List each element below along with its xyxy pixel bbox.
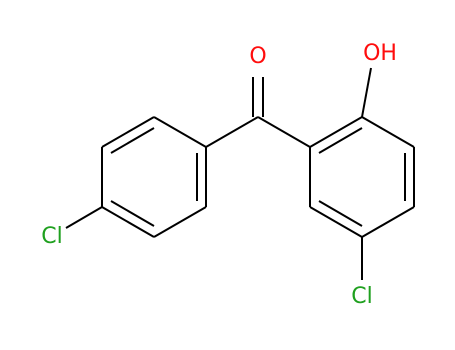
chlorine-right-label: Cl — [351, 284, 372, 309]
bond-left-chlorine — [65, 206, 103, 229]
left-ring-bond-5 — [153, 206, 207, 238]
right-ring-bond-5 — [309, 206, 363, 238]
bond-carbonyl-single-right — [257, 116, 311, 148]
chlorine-left-label: Cl — [41, 224, 62, 249]
left-ring-bond-2 — [101, 116, 155, 148]
right-ring-inner-bond-c — [318, 200, 363, 227]
right-ring-bond-1 — [309, 116, 363, 148]
right-ring-bond-4 — [361, 206, 415, 238]
right-ring-bond-2 — [361, 116, 415, 148]
bond-hydroxyl — [361, 67, 372, 118]
left-ring-bond-4 — [101, 206, 155, 238]
left-ring-inner-bond-b — [110, 200, 155, 227]
carbonyl-oxygen-label: O — [249, 44, 266, 69]
bond-carbonyl-single-left — [205, 116, 259, 148]
left-ring-inner-bond-a — [110, 127, 155, 154]
right-ring-inner-bond-a — [318, 127, 363, 154]
hydroxyl-label: OH — [363, 41, 397, 66]
left-ring-bond-1 — [153, 116, 207, 148]
